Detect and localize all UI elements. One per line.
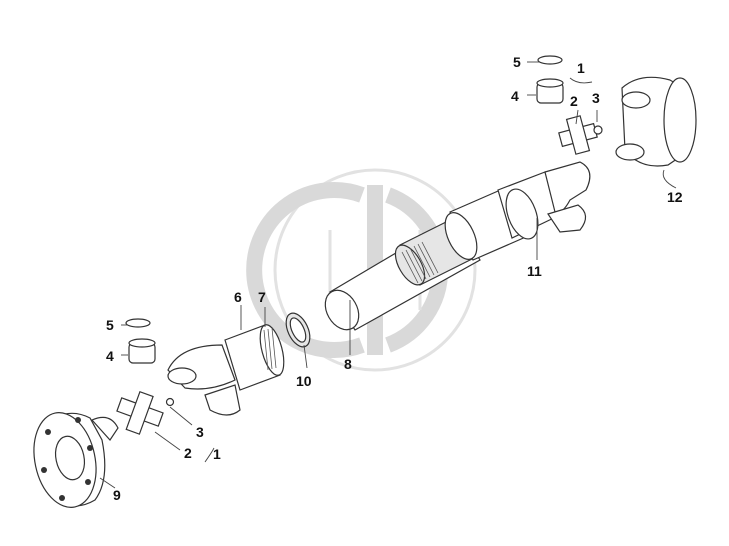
callout-4-top: 4 — [511, 88, 519, 104]
tube-yoke-6 — [167, 324, 285, 416]
callout-10: 10 — [296, 373, 312, 389]
slip-yoke-sleeve — [444, 161, 591, 261]
leader-lines — [99, 61, 677, 489]
callout-2-top: 2 — [570, 93, 578, 109]
bearing-cap-top — [536, 78, 564, 104]
callout-11: 11 — [527, 263, 542, 279]
bearing-cap-bottom — [128, 338, 156, 364]
flange-yoke-9 — [33, 412, 119, 508]
callout-8: 8 — [344, 356, 352, 372]
snap-ring-bottom — [125, 318, 151, 328]
callout-4-bottom: 4 — [106, 348, 114, 364]
callout-7: 7 — [258, 289, 266, 305]
callout-9: 9 — [113, 487, 121, 503]
callout-5-top: 5 — [513, 54, 521, 70]
universal-joint-cross-top — [558, 115, 603, 155]
callout-12: 12 — [667, 189, 683, 205]
callout-3-bottom: 3 — [196, 424, 204, 440]
dust-seal-ring-10 — [285, 312, 311, 348]
flange-yoke-12 — [615, 76, 697, 167]
callout-labels: 1 2 3 4 5 12 11 8 10 6 7 5 4 3 2 1 9 — [106, 54, 683, 503]
callout-3-top: 3 — [592, 90, 600, 106]
callout-1-top: 1 — [577, 60, 585, 76]
universal-joint-cross-bottom — [116, 390, 175, 435]
callout-5-bottom: 5 — [106, 317, 114, 333]
callout-2-bottom: 2 — [184, 445, 192, 461]
snap-ring-top — [537, 55, 563, 65]
callout-6: 6 — [234, 289, 242, 305]
callout-1-bottom: 1 — [213, 446, 221, 462]
